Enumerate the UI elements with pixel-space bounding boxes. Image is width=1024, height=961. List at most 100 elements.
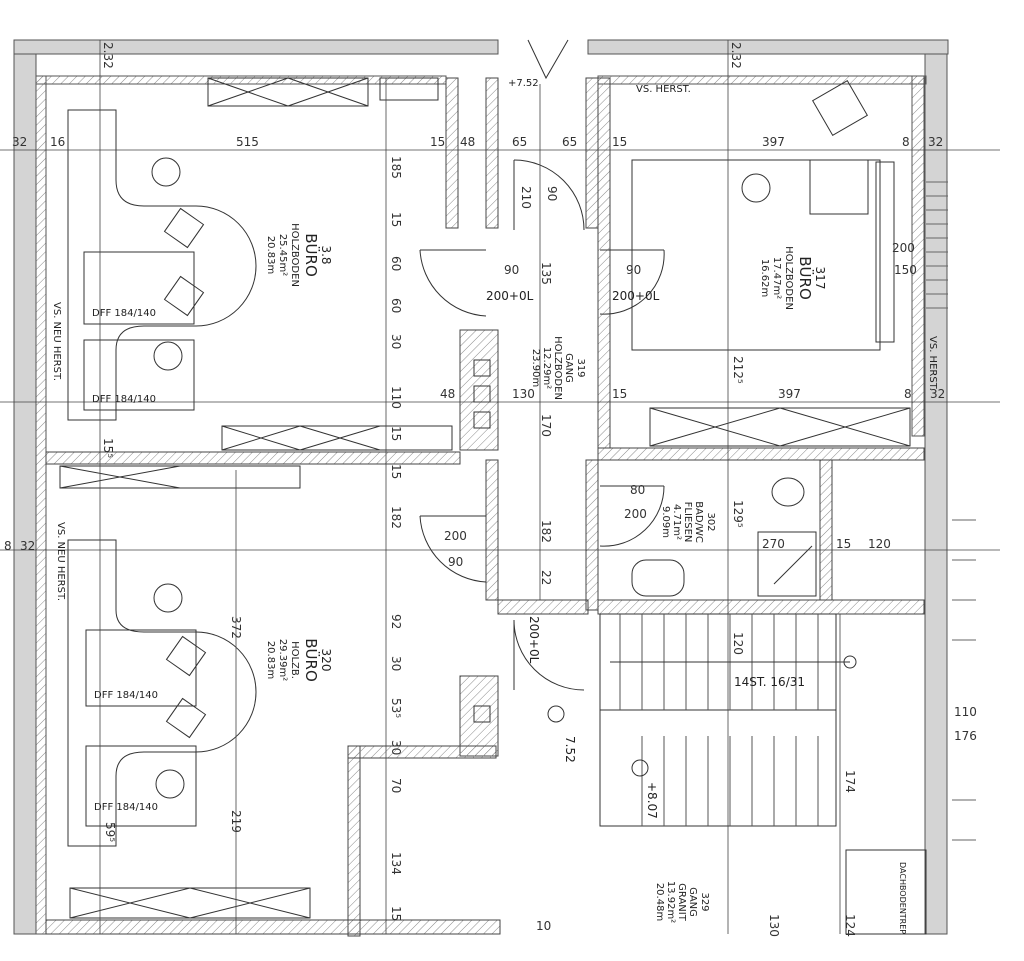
room-329-floor: GRANIT [676,883,687,922]
dimension-lines [0,40,1000,934]
dim-label: 92 [389,614,403,629]
room-318-area: 25.45m² [277,234,288,276]
room-329-label: 329 GANG GRANIT 13.92m² 20.48m [654,881,710,923]
dim-label: 10 [536,919,551,933]
desk-label: DFF 184/140 [94,802,158,813]
dim-label: 397 [762,135,785,149]
door-label: 200+0L [527,616,541,664]
dim-label: 182 [389,506,403,529]
room-317-number: 317 [813,267,827,290]
room-329-number: 329 [699,892,710,911]
dim-label: 60 [389,256,403,271]
room-329-area: 13.92m² [665,881,676,923]
dim-label: 372 [229,616,243,639]
dim-label: 60 [389,298,403,313]
dim-label: 170 [539,414,553,437]
desk-label: DFF 184/140 [94,690,158,701]
dim-label: 176 [954,729,977,743]
dim-label: 120 [731,632,745,655]
note-vs-neu-herst: VS. NEU HERST. [55,522,66,601]
dim-label: 80 [630,483,645,497]
room-320-area: 29.39m² [277,639,288,681]
room-318-floor: HOLZBODEN [289,223,300,287]
dim-label: 270 [762,537,785,551]
room-319-area: 12.29m² [541,347,552,389]
door-label: 200+0L [486,289,534,303]
room-302-label: 302 BAD/WC FLIESEN 4.71m² 9.09m [660,501,716,543]
dim-label: 110 [954,705,977,719]
room-317-floor: HOLZBODEN [783,246,794,310]
room-317-label: 317 BÜRO HOLZBODEN 17.47m² 16.62m [759,246,827,310]
desk-label: DFF 184/140 [92,394,156,405]
room-320-floor: HOLZB. [289,641,300,679]
dim-label: 15 [836,537,851,551]
dim-label: 397 [778,387,801,401]
dim-label: 15 [430,135,445,149]
note-vs-herst: VS. HERST. [636,84,691,95]
dim-label: 22 [539,570,553,585]
dim-label: 15 [389,426,403,441]
dim-label: 174 [843,770,857,793]
desk-label: DFF 184/140 [92,308,156,319]
dachboden-label: DACHBODENTREP. [898,862,907,935]
note-vs-herst: VS. HERST. [927,336,938,391]
dim-label: 212⁵ [731,356,745,384]
room-318-number: 3.8 [319,245,333,264]
door-label: 200+0L [612,289,660,303]
room-320-perim: 20.83m [265,641,276,679]
dim-label: 8 [904,387,912,401]
dimension-labels: 515 397 397 32 32 32 16 15 48 65 65 15 8… [4,42,977,937]
dim-label: 130 [512,387,535,401]
dim-label: 2.32 [729,42,743,69]
room-329-perim: 20.48m [654,883,665,921]
dim-label: 16 [50,135,65,149]
level-label: +8.07 [645,782,659,819]
room-302-number: 302 [705,512,716,531]
dim-label: 200 [892,241,915,255]
dim-label: 30 [389,740,403,755]
plan-notes: VS. HERST. VS. HERST. VS. NEU HERST. VS.… [51,78,938,935]
dim-label: 90 [626,263,641,277]
room-320-name: BÜRO [302,638,321,682]
dim-label: 182 [539,520,553,543]
room-317-perim: 16.62m [759,259,770,297]
dim-label: 48 [440,387,455,401]
dim-label: 15 [389,464,403,479]
dim-label: 90 [504,263,519,277]
dim-label: 15 [612,387,627,401]
dim-label: 134 [389,852,403,875]
room-319-label: 319 GANG HOLZBODEN 12.29m² 23.90m [530,336,586,400]
level-label: +7.52 [508,78,539,89]
dim-label: 130 [767,914,781,937]
dim-label: 210 [519,186,533,209]
room-318-perim: 20.83m [265,236,276,274]
dim-label: 32 [20,539,35,553]
dim-label: 185 [389,156,403,179]
dim-label: 124 [843,914,857,937]
level-label: 7.52 [563,736,577,763]
dim-label: 8 [4,539,12,553]
dim-label: 90 [448,555,463,569]
dim-label: 53⁵ [389,698,403,718]
dim-label: 70 [389,778,403,793]
dim-label: 200 [444,529,467,543]
room-302-perim: 9.09m [660,506,671,538]
dim-label: 15 [389,212,403,227]
dim-label: 2.32 [101,42,115,69]
dim-label: 30 [389,656,403,671]
room-329-name: GANG [687,887,698,917]
outer-walls [13,39,949,935]
dim-label: 515 [236,135,259,149]
dim-label: 219 [229,810,243,833]
dim-label: 32 [12,135,27,149]
dim-label: 200 [624,507,647,521]
room-320-label: 320 BÜRO HOLZB. 29.39m² 20.83m [265,638,333,682]
note-vs-neu-herst: VS. NEU HERST. [51,302,62,381]
dim-label: 110 [389,386,403,409]
dim-label: 8 [902,135,910,149]
room-319-number: 319 [575,358,586,377]
dim-label: 65 [512,135,527,149]
room-318-name: BÜRO [302,233,321,277]
room-319-perim: 23.90m [530,349,541,387]
